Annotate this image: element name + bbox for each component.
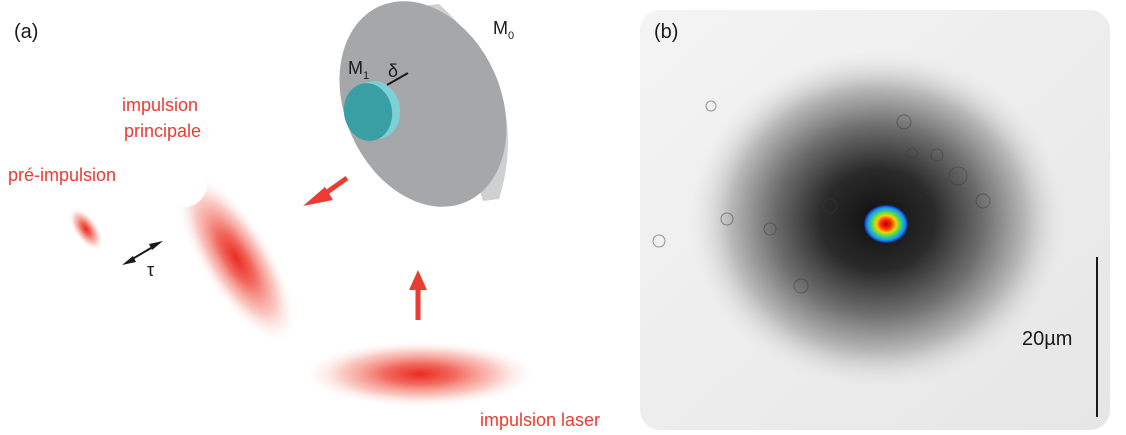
reflected-arrow: [303, 175, 349, 206]
mirror-m1-label: M1: [348, 58, 369, 82]
delay-label: τ: [147, 260, 154, 280]
main-pulse-blob: [174, 171, 298, 345]
step-indicator: [386, 72, 409, 86]
prepulse-label: pré-impulsion: [8, 165, 116, 185]
mirror-m1: [343, 81, 401, 141]
panel-b-letter: (b): [654, 21, 678, 43]
laser-pulse-blob: [302, 340, 538, 408]
laser-pulse-label: impulsion laser: [480, 410, 600, 430]
main-pulse-focus-spot: [161, 161, 207, 207]
delay-double-arrow: [122, 241, 163, 265]
interference-rings: [652, 100, 991, 294]
scale-bar-label: 20µm: [1022, 328, 1072, 350]
laser-up-arrow: [409, 270, 427, 320]
main-pulse-label-line1: impulsion: [122, 95, 198, 115]
focal-spot-hot: [864, 205, 908, 243]
panel-b: (b) 20µm: [640, 10, 1110, 430]
panel-a: (a) impulsion: [8, 1, 600, 430]
main-pulse-label-line2: principale: [124, 121, 201, 141]
panel-a-letter: (a): [14, 21, 38, 43]
mirror-m0: [339, 1, 509, 207]
step-label: δ: [388, 61, 398, 81]
mirror-m0-label: M0: [493, 18, 514, 42]
prepulse-blob: [68, 207, 104, 251]
